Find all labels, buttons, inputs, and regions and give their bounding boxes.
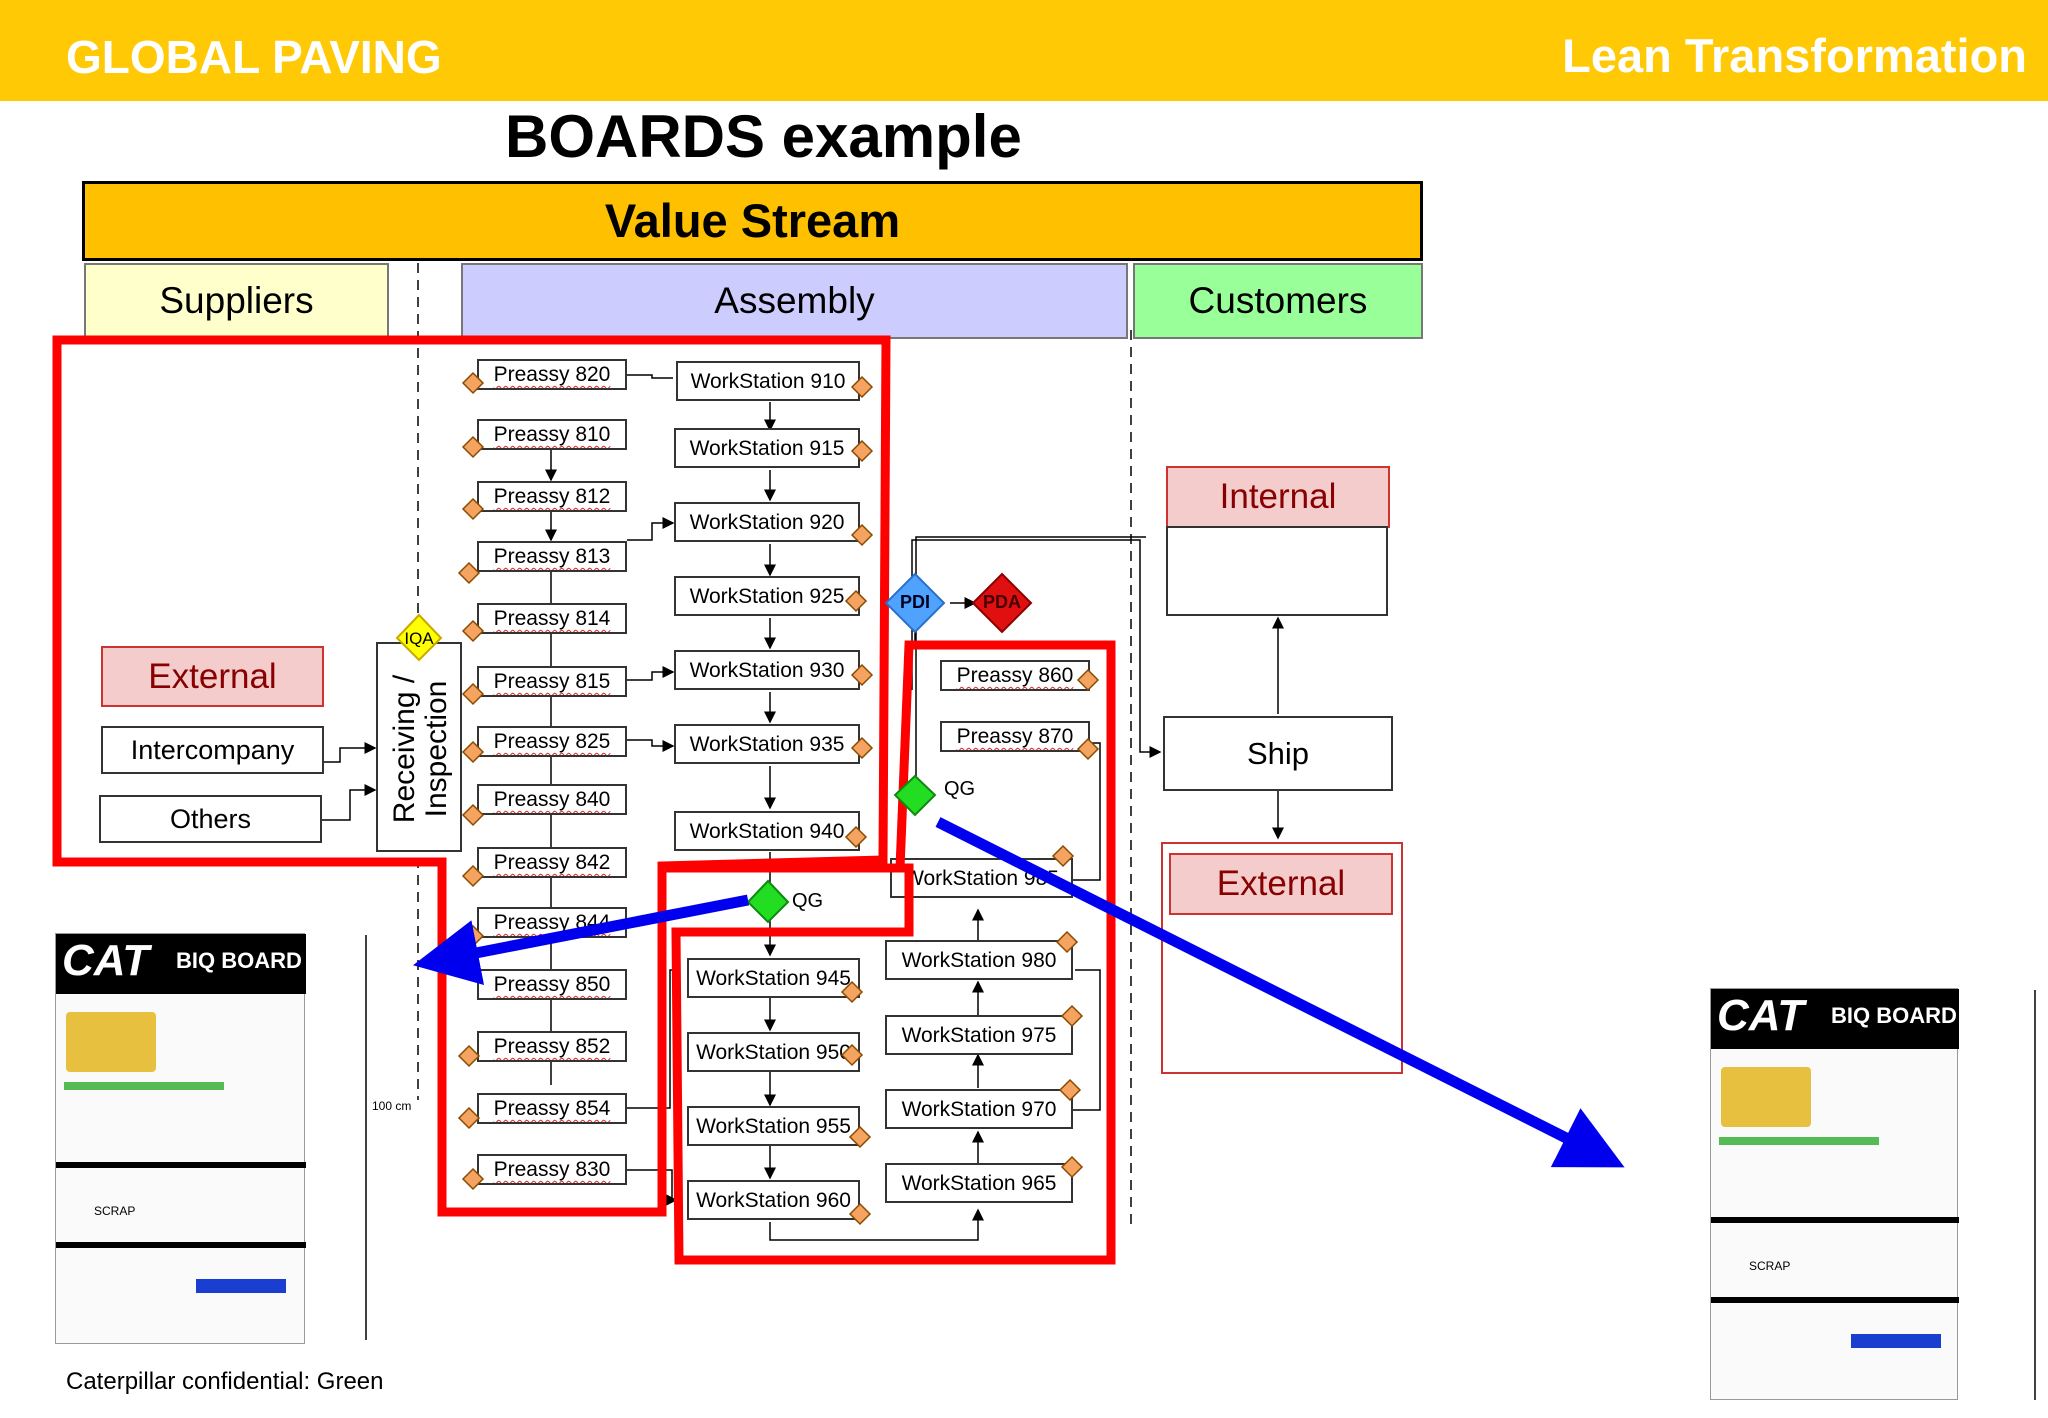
intercompany-supplier: Intercompany <box>101 726 324 774</box>
preassy-box: Preassy 852 <box>477 1031 627 1062</box>
workstation-box: WorkStation 945 <box>687 958 860 998</box>
workstation-box: WorkStation 970 <box>885 1089 1073 1129</box>
arrow-to-left-board <box>413 894 750 986</box>
preassy-box: Preassy 814 <box>477 603 627 634</box>
board-strip <box>1719 1137 1879 1145</box>
workstation-box: WorkStation 915 <box>674 428 860 468</box>
iqa-gate-icon <box>395 613 443 662</box>
workstation-box: WorkStation 930 <box>674 650 860 690</box>
preassy-box: Preassy 825 <box>477 726 627 757</box>
qg-gate-icon <box>893 774 937 817</box>
workstation-box: WorkStation 975 <box>885 1015 1073 1055</box>
board-strip <box>64 1082 224 1090</box>
station-markers <box>457 371 1100 1226</box>
qg-gate-icon <box>746 879 790 924</box>
iqa-label: IQA <box>404 629 434 648</box>
biq-board-right: CAT BIQ BOARD SCRAP <box>1710 988 1959 1400</box>
internal-customer-area <box>1166 526 1388 616</box>
workstation-box: WorkStation 925 <box>674 576 860 616</box>
workstation-box: WorkStation 955 <box>687 1106 860 1146</box>
confidentiality-note: Caterpillar confidential: Green <box>66 1368 384 1395</box>
preassy-box: Preassy 860 <box>940 660 1090 691</box>
preassy-box: Preassy 830 <box>477 1154 627 1185</box>
pda-gate-icon <box>971 572 1033 634</box>
board-header <box>1711 989 1959 1049</box>
board-height-label: 100 cm <box>372 1099 412 1113</box>
board-divider <box>1711 1217 1959 1223</box>
workstation-box: WorkStation 960 <box>687 1180 860 1220</box>
arrow-to-right-board <box>935 817 1625 1168</box>
preassy-box: Preassy 850 <box>477 969 627 1000</box>
board-divider <box>1711 1297 1959 1303</box>
top-banner <box>0 0 2048 101</box>
qg-label: QG <box>792 890 824 912</box>
preassy-box: Preassy 820 <box>477 359 627 390</box>
workstation-box: WorkStation 940 <box>674 811 860 851</box>
ship-step: Ship <box>1163 716 1393 791</box>
scrap-label: SCRAP <box>94 1204 136 1218</box>
board-header <box>56 934 306 994</box>
preassy-box: Preassy 813 <box>477 541 627 572</box>
pda-label: PDA <box>982 592 1021 612</box>
paver-image <box>66 1012 156 1072</box>
preassy-box: Preassy 854 <box>477 1093 627 1124</box>
pdi-gate-icon <box>884 572 946 634</box>
paver-image <box>1721 1067 1811 1127</box>
highlight-assembly-zone <box>666 640 1116 1265</box>
highlight-supplier-zone <box>52 335 891 1217</box>
lane-customers: Customers <box>1133 263 1423 339</box>
qg-label: QG <box>944 778 976 800</box>
board-chart <box>196 1279 286 1293</box>
board-title: BIQ BOARD <box>1831 1003 1957 1028</box>
program-title: Lean Transformation <box>1562 29 2027 82</box>
preassy-box: Preassy 840 <box>477 784 627 815</box>
external-supplier: External <box>101 646 324 707</box>
value-stream-header: Value Stream <box>82 181 1423 261</box>
board-title: BIQ BOARD <box>176 948 302 973</box>
workstation-box: WorkStation 920 <box>674 502 860 542</box>
page-title: BOARDS example <box>505 103 1022 170</box>
board-divider <box>56 1162 306 1168</box>
board-chart <box>1851 1334 1941 1348</box>
brand-title: GLOBAL PAVING <box>66 31 442 83</box>
internal-customer: Internal <box>1166 466 1390 528</box>
cat-logo: CAT <box>62 936 150 985</box>
other-suppliers: Others <box>99 795 322 843</box>
preassy-box: Preassy 810 <box>477 419 627 450</box>
pdi-label: PDI <box>899 592 930 612</box>
scrap-label: SCRAP <box>1749 1259 1791 1273</box>
workstation-box: WorkStation 950 <box>687 1032 860 1072</box>
board-divider <box>56 1242 306 1248</box>
cat-logo: CAT <box>1717 991 1805 1040</box>
workstation-box: WorkStation 965 <box>885 1163 1073 1203</box>
biq-board-left: CAT BIQ BOARD SCRAP <box>55 933 306 1344</box>
external-customer: External <box>1169 853 1393 915</box>
preassy-box: Preassy 842 <box>477 847 627 878</box>
preassy-box: Preassy 870 <box>940 721 1090 752</box>
workstation-box: WorkStation 910 <box>676 361 860 401</box>
workstation-box: WorkStation 935 <box>674 724 860 764</box>
preassy-box: Preassy 812 <box>477 481 627 512</box>
workstation-box: WorkStation 980 <box>885 940 1073 980</box>
preassy-box: Preassy 815 <box>477 666 627 697</box>
